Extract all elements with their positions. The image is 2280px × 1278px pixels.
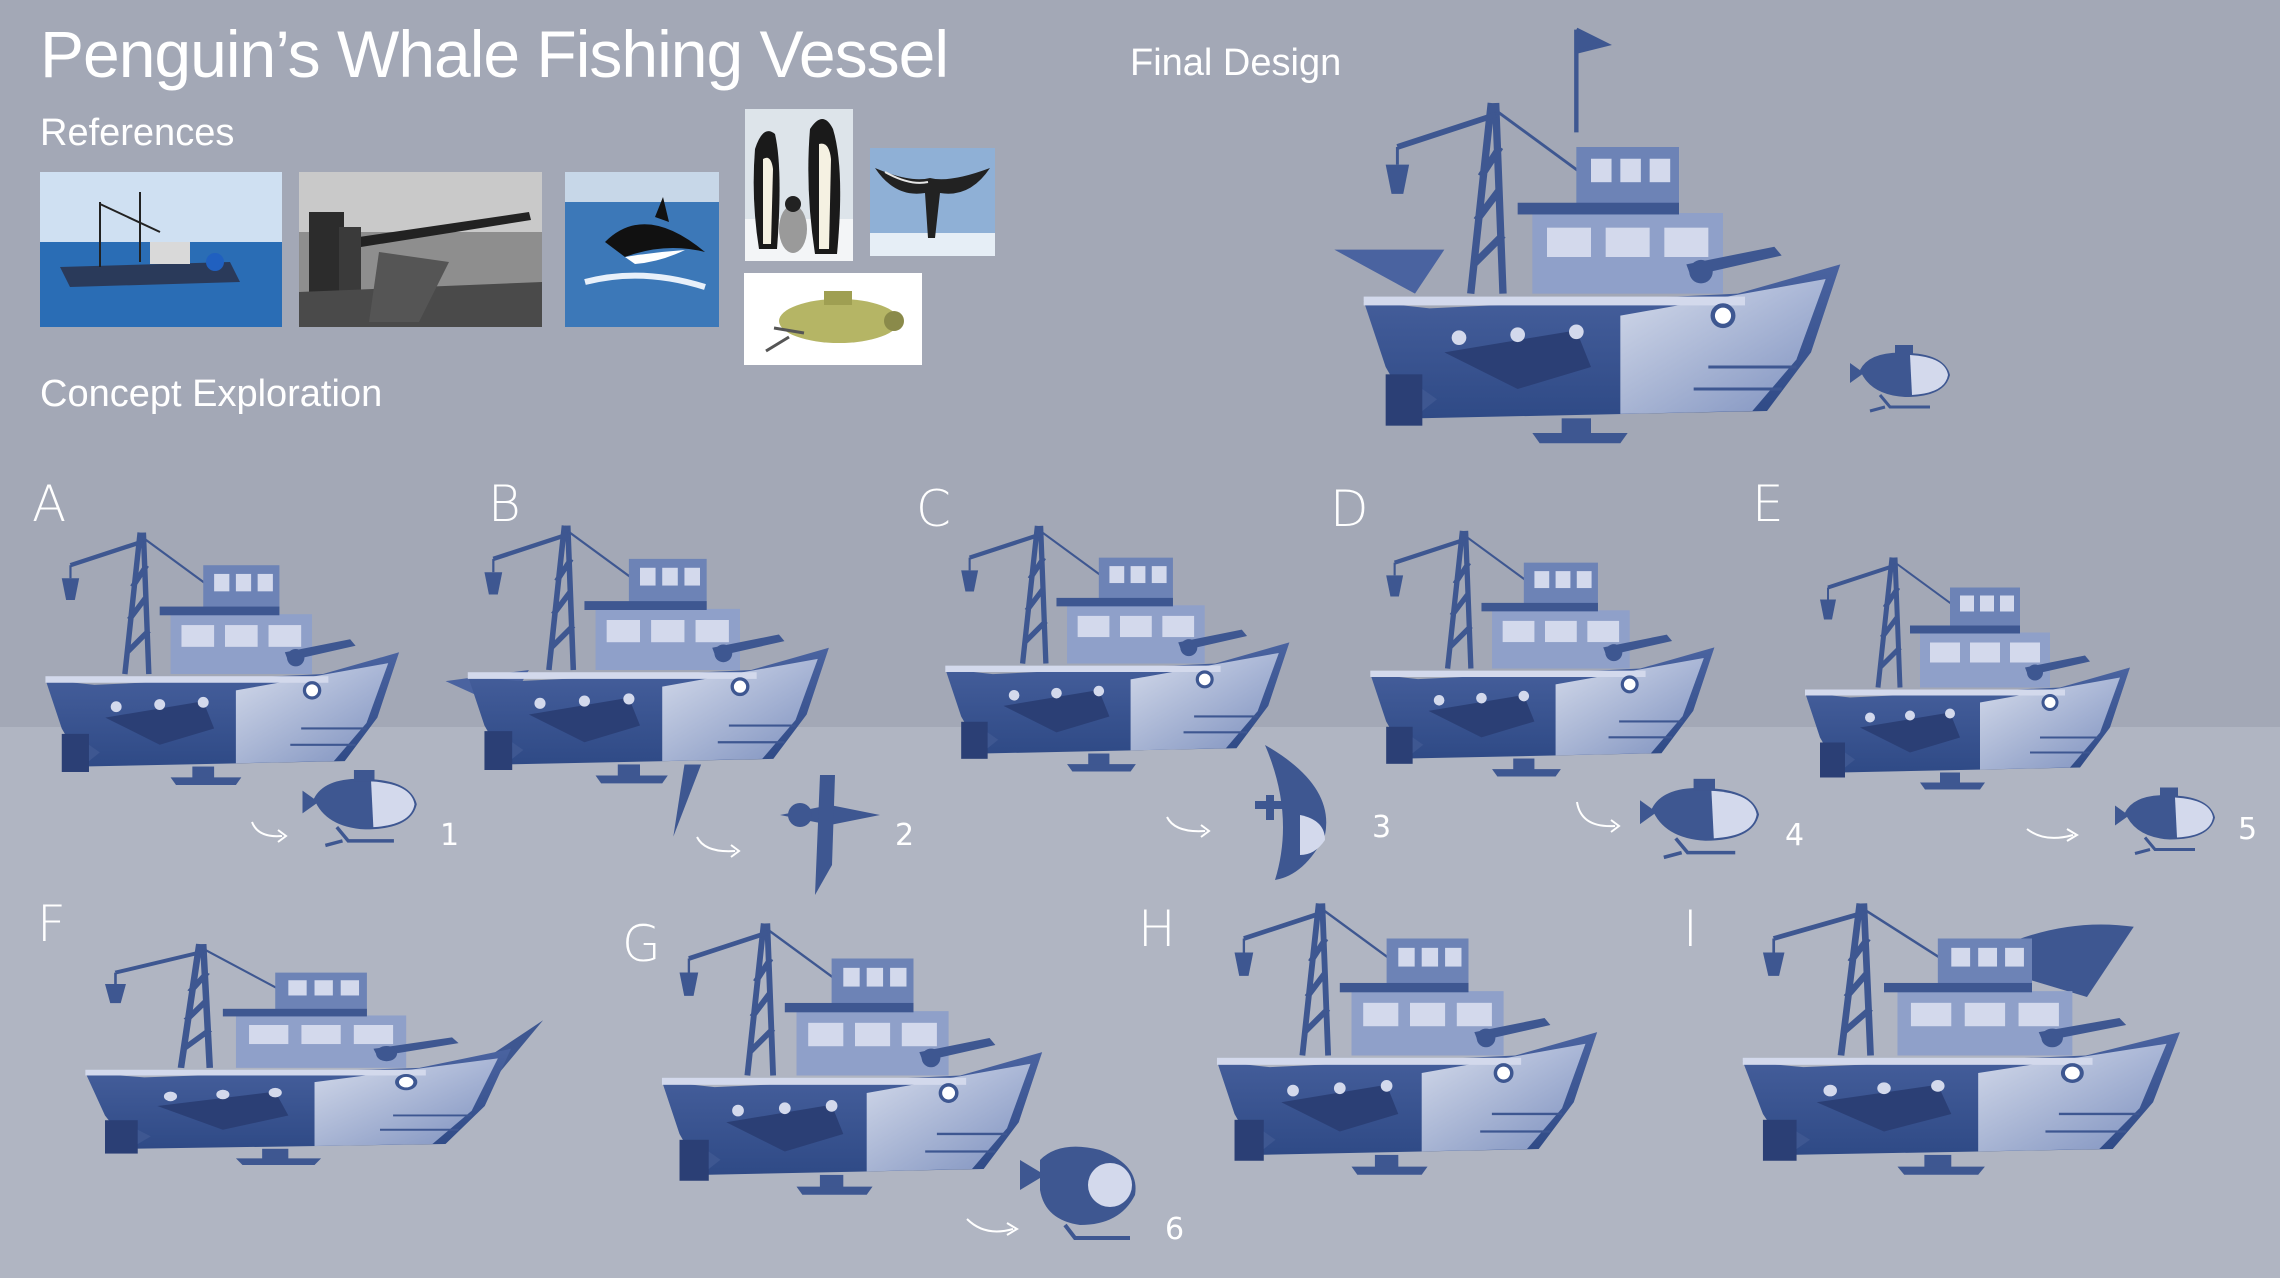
arrow-to-sub-4 xyxy=(1575,800,1625,835)
concept-ship-a xyxy=(40,500,410,810)
submarine-number-1: 1 xyxy=(440,818,460,853)
submarine-number-3: 3 xyxy=(1372,810,1392,845)
arrow-to-sub-6 xyxy=(965,1215,1025,1240)
reference-submarine-photo xyxy=(744,273,922,365)
concept-label-e: E xyxy=(1752,475,1784,533)
concept-ship-d xyxy=(1365,500,1725,800)
concept-ship-i xyxy=(1720,880,2220,1190)
concept-label-b: B xyxy=(488,475,521,533)
concept-label-f: F xyxy=(37,895,66,953)
concept-label-i: I xyxy=(1683,900,1698,958)
concept-submarine-3 xyxy=(1255,745,1340,880)
concept-ship-c xyxy=(940,490,1300,800)
arrow-to-sub-1 xyxy=(250,820,290,845)
concept-ship-f xyxy=(70,925,544,1175)
concept-ship-e xyxy=(1800,530,2140,810)
concept-label-h: H xyxy=(1138,900,1176,958)
arrow-to-sub-2 xyxy=(695,835,745,860)
submarine-number-2: 2 xyxy=(895,818,915,853)
references-heading: References xyxy=(40,112,235,154)
page-title: Penguin’s Whale Fishing Vessel xyxy=(40,17,949,91)
reference-fishing-boat-photo xyxy=(40,172,282,327)
concept-submarine-2 xyxy=(770,775,890,895)
final-design-ship xyxy=(1300,15,1860,455)
concept-label-c: C xyxy=(916,480,951,538)
concept-ship-g xyxy=(655,900,1055,1210)
concept-submarine-5 xyxy=(2113,780,2220,865)
reference-whale-tail-photo xyxy=(870,148,995,256)
concept-label-g: G xyxy=(622,915,661,973)
concept-ship-h xyxy=(1205,880,1615,1190)
reference-orca-photo xyxy=(565,172,719,327)
reference-penguins-photo xyxy=(745,109,853,261)
submarine-number-4: 4 xyxy=(1785,818,1805,853)
final-design-heading: Final Design xyxy=(1130,42,1342,84)
submarine-number-6: 6 xyxy=(1165,1212,1185,1247)
concept-submarine-6 xyxy=(1020,1140,1145,1240)
arrow-to-sub-5 xyxy=(2025,825,2085,845)
submarine-number-5: 5 xyxy=(2238,812,2258,847)
reference-harpoon-gun-photo xyxy=(299,172,542,327)
arrow-to-sub-3 xyxy=(1165,815,1215,840)
concept-label-d: D xyxy=(1330,480,1369,538)
concept-submarine-4 xyxy=(1638,777,1765,863)
concept-label-a: A xyxy=(32,475,67,533)
concept-exploration-heading: Concept Exploration xyxy=(40,373,383,415)
concept-ship-b xyxy=(440,490,840,850)
final-design-submarine xyxy=(1848,343,1955,415)
concept-submarine-1 xyxy=(300,768,425,850)
